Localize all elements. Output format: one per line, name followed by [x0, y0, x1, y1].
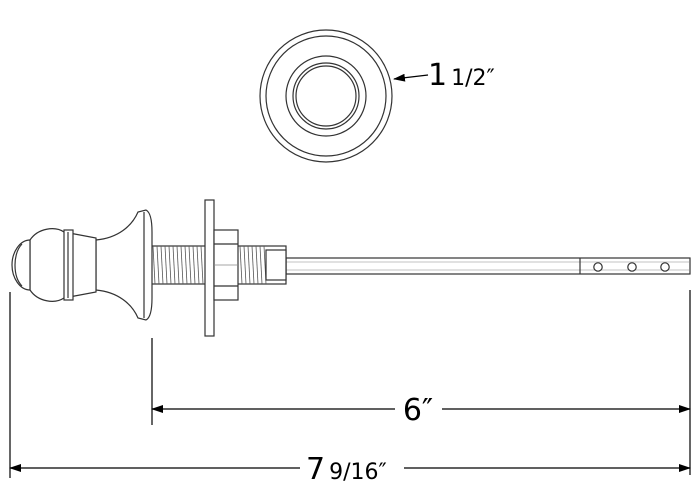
rod-hole-2 — [627, 262, 637, 272]
knob-outer-ring — [285, 55, 367, 137]
rod-hole-1 — [593, 262, 603, 272]
knob-face-inner-ring — [295, 65, 357, 127]
mounting-flange — [204, 199, 215, 337]
lever-side-view — [11, 199, 691, 337]
overall-length-dimension — [9, 292, 691, 478]
escutcheon-inner-ring — [265, 35, 387, 157]
hex-nut — [213, 229, 239, 301]
knob-body — [29, 228, 97, 302]
knob-flare — [95, 209, 153, 321]
diameter-leader-arrow — [393, 73, 429, 82]
stem-length-label: 6″ — [403, 393, 433, 428]
rod-hole-3 — [660, 262, 670, 272]
stem-length-dimension — [151, 290, 691, 475]
handle-front-view — [259, 29, 393, 163]
handle-knob — [11, 209, 153, 321]
lever-rod — [285, 257, 691, 275]
escutcheon-outer-ring — [259, 29, 393, 163]
knob-face-ring — [292, 62, 360, 130]
